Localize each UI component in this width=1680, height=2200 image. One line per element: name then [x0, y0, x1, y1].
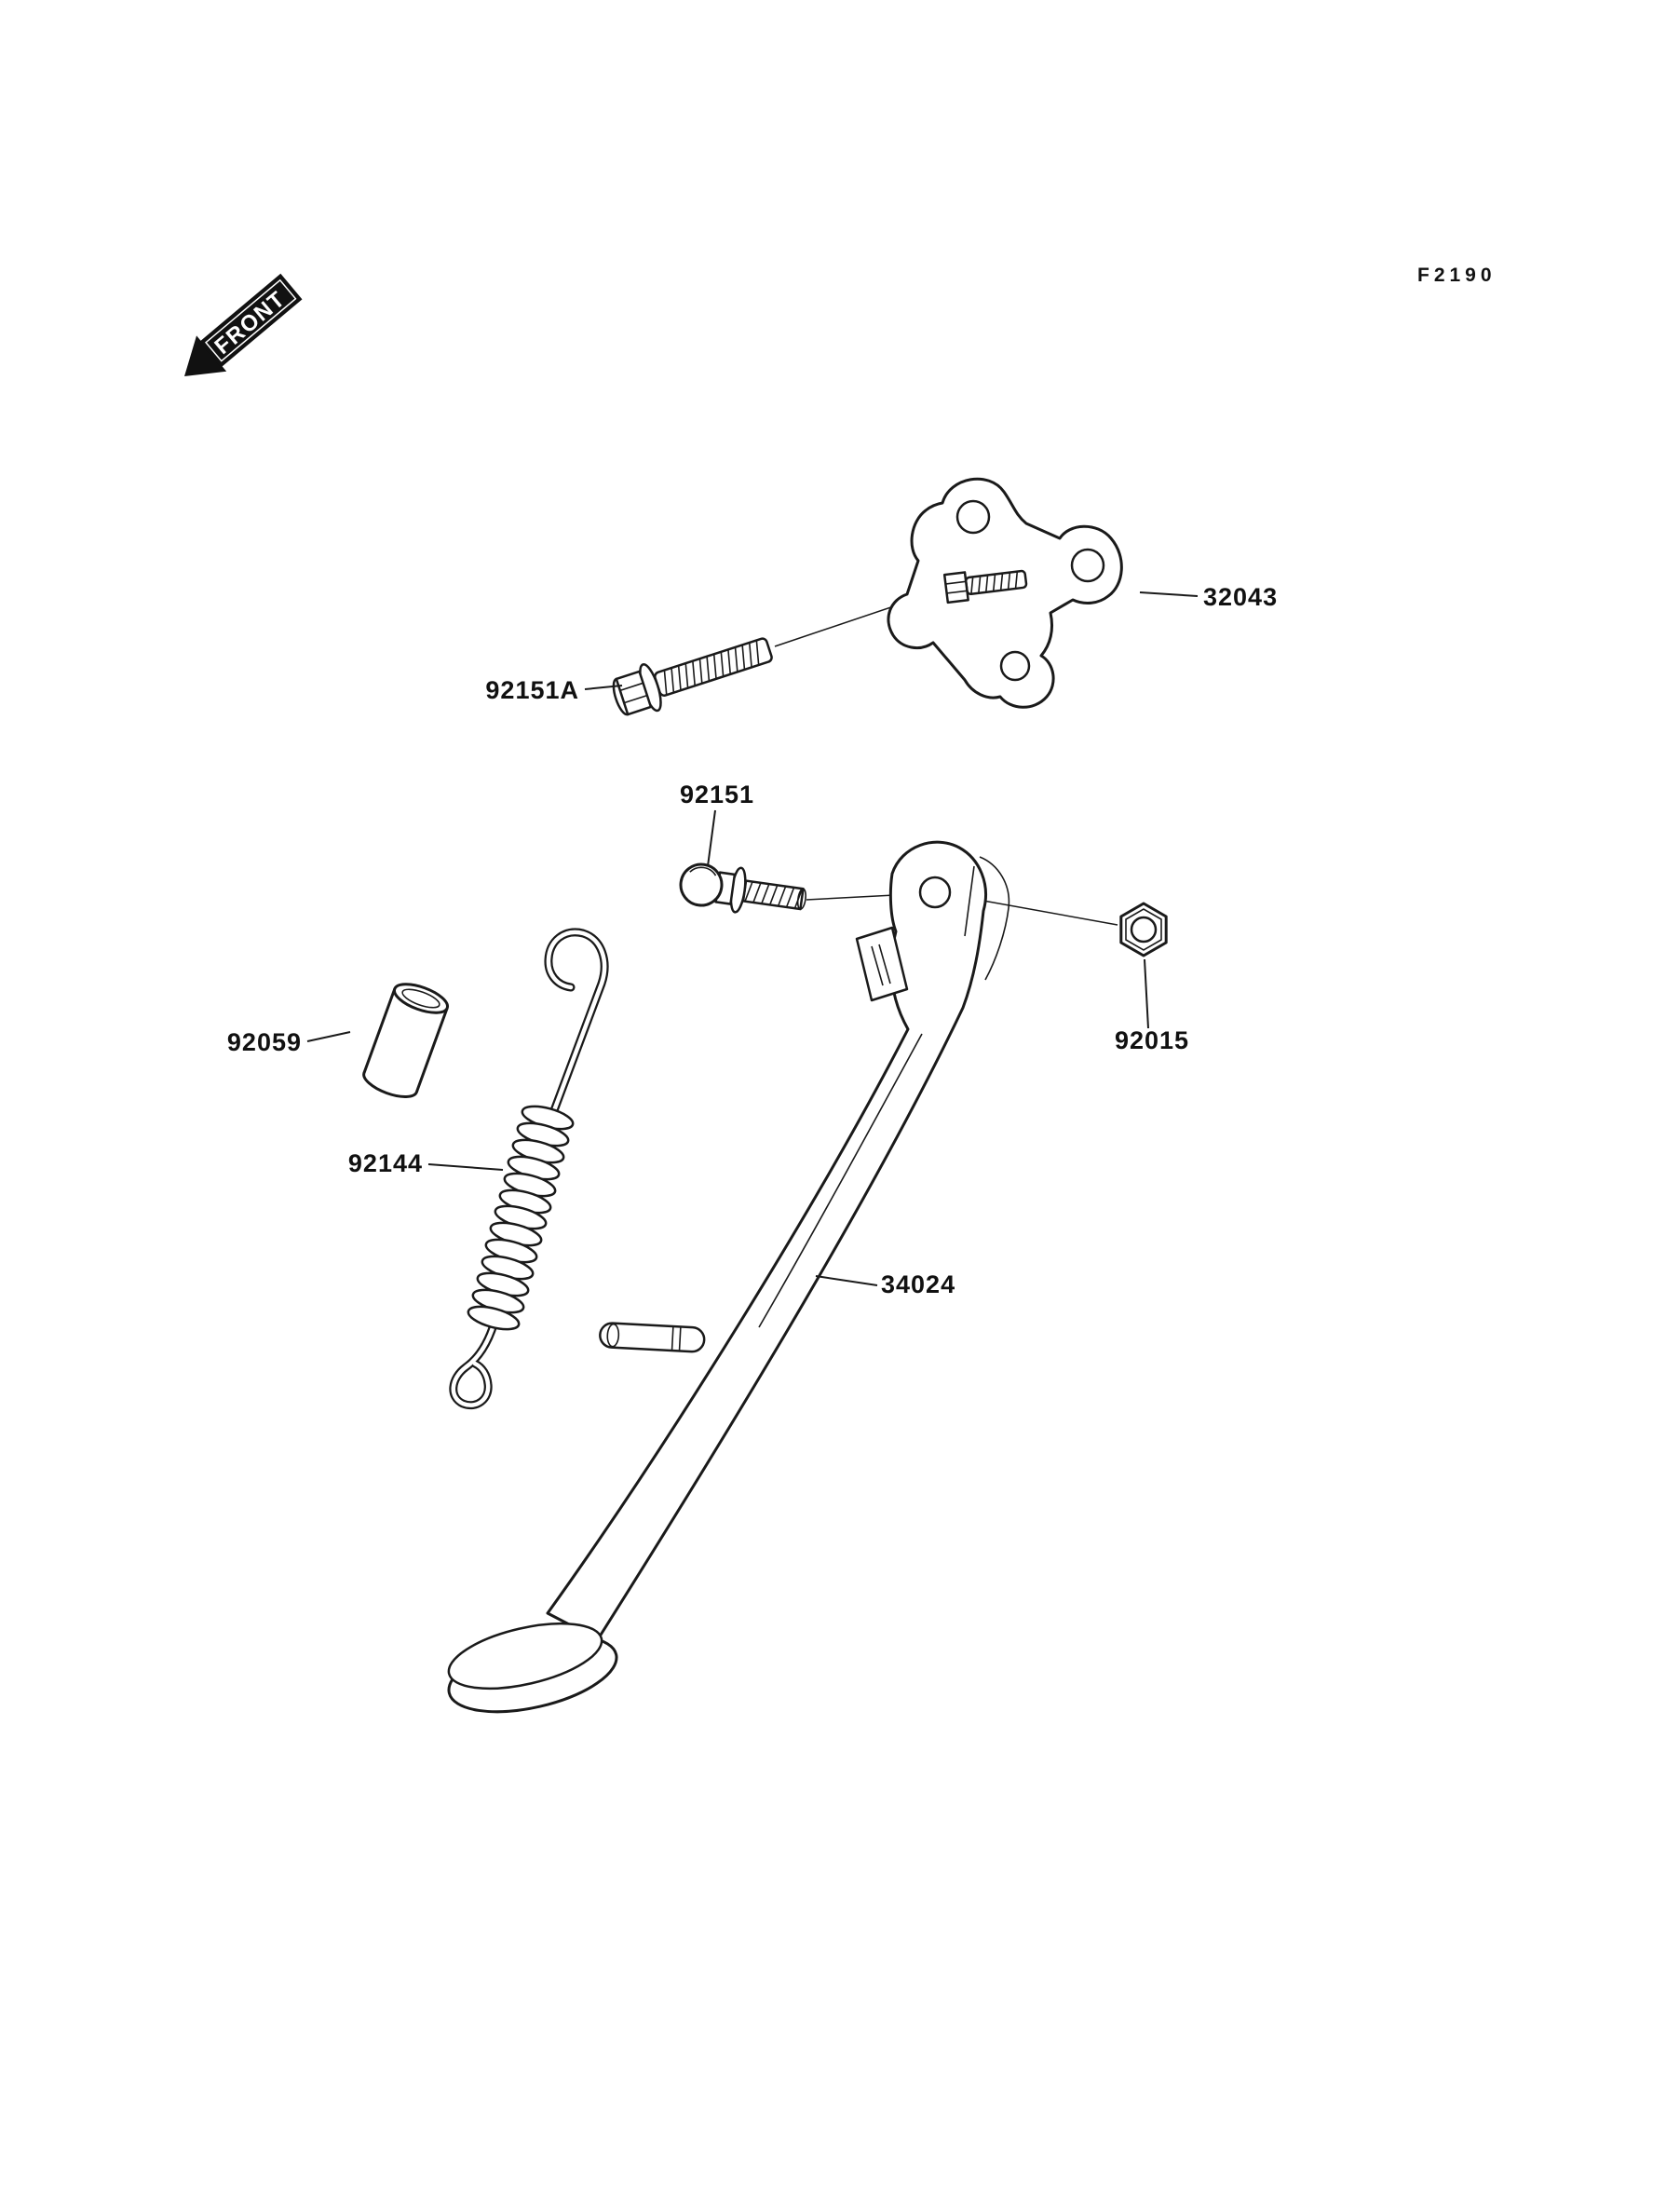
- part-spring-92144: [449, 928, 609, 1409]
- stand-pivot-hole: [918, 876, 952, 909]
- part-nut-92015: [1119, 902, 1168, 957]
- stand-stop-pin: [599, 1322, 706, 1353]
- part-label-92151: 92151: [680, 781, 754, 808]
- leader-92151a: [584, 685, 623, 690]
- part-label-92059: 92059: [227, 1028, 302, 1056]
- bracket-hole-top: [955, 499, 991, 535]
- bolt-round-head: [679, 862, 724, 907]
- leader-34024: [815, 1275, 878, 1286]
- part-bracket-32043: [887, 477, 1123, 709]
- spring-coils: [467, 1105, 575, 1331]
- leader-92144: [427, 1163, 504, 1171]
- part-collar-92059: [362, 983, 449, 1098]
- front-arrowhead: [184, 335, 227, 376]
- leader-lines: [306, 591, 1199, 1286]
- front-arrow-icon: FRONT: [184, 273, 303, 376]
- stand-spring-anchor-tab: [855, 926, 909, 1002]
- bracket-hole-bottom: [999, 650, 1031, 682]
- figure-code: F2190: [1417, 265, 1497, 286]
- bracket-stud-bolt: [942, 569, 1028, 604]
- leader-32043: [1139, 591, 1199, 597]
- bracket-hole-right: [1070, 548, 1105, 583]
- nut-hole: [1130, 916, 1158, 944]
- stand-foot-pad: [447, 1622, 618, 1714]
- part-side-stand-34024: [447, 840, 1010, 1714]
- part-label-32043: 32043: [1203, 583, 1278, 611]
- part-bolt-92151: [679, 862, 806, 914]
- part-label-34024: 34024: [881, 1270, 955, 1298]
- part-label-92151a: 92151A: [485, 676, 579, 704]
- leader-92015: [1144, 958, 1149, 1029]
- stand-leg-ridge: [758, 1033, 923, 1328]
- bolt-a-shank: [654, 637, 773, 697]
- stand-fork-slot: [964, 865, 975, 937]
- front-banner: [199, 273, 303, 368]
- part-bolt-92151a: [612, 637, 773, 716]
- part-label-92015: 92015: [1115, 1026, 1189, 1054]
- stand-fork-back-plate: [979, 856, 1010, 981]
- part-label-92144: 92144: [348, 1149, 423, 1177]
- leader-92151: [707, 809, 716, 867]
- bolt-a-hex-head: [615, 670, 653, 716]
- leader-92059: [306, 1031, 351, 1042]
- spring-top-hook: [544, 928, 609, 1125]
